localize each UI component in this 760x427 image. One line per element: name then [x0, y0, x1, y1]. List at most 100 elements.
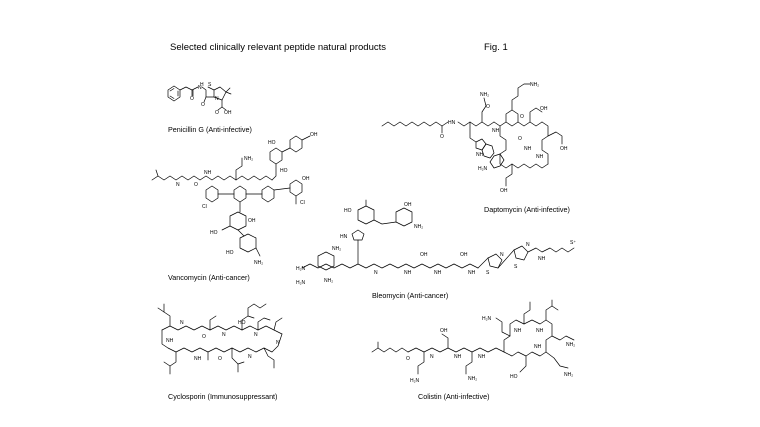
cyclo-atom-n5: N: [276, 340, 280, 346]
vanco-ring-d: [269, 147, 283, 165]
penicillin-atom-h: H: [200, 82, 204, 88]
vanco-vancosamine: [239, 233, 257, 253]
bleo-atom-nh1: NH: [404, 270, 412, 276]
penicillin-atom-oh: OH: [224, 110, 232, 116]
penicillin-atom-o3: O: [215, 110, 219, 116]
bleo-atom-n2: N: [500, 252, 504, 258]
cyclo-atom-n4: N: [248, 354, 252, 360]
vanco-atom-ho3: HO: [210, 230, 218, 236]
dapto-atom-o3: O: [518, 136, 522, 142]
vanco-ring-a: [205, 185, 219, 203]
bleo-pyrimidine: [317, 251, 335, 271]
daptomycin-caption: Daptomycin (Anti-infective): [484, 205, 570, 214]
vanco-atom-ho2: HO: [280, 168, 288, 174]
cyclosporin-structure: N HO N N NH NH N N O O: [157, 303, 283, 375]
bleo-atom-n3: N: [526, 242, 530, 248]
vanco-atom-cl1: Cl: [300, 200, 305, 206]
vanco-atom-oh1: OH: [310, 132, 318, 138]
vanco-atom-ho1: HO: [268, 140, 276, 146]
penicillin-atom-o2: O: [201, 102, 205, 108]
bleo-sugar-gulose: [357, 205, 375, 225]
dapto-atom-nh2-orn: NH₂: [530, 82, 539, 88]
penicillin-atom-o1: O: [190, 96, 194, 102]
vanco-atom-o1: O: [194, 182, 198, 188]
colistin-atom-oh1: OH: [440, 328, 448, 334]
vanco-atom-oh3: OH: [248, 218, 256, 224]
colistin-atom-nh3: NH: [514, 328, 522, 334]
vancomycin-caption: Vancomycin (Anti-cancer): [168, 273, 250, 282]
vancomycin-structure: N O NH NH₂ OH HO Cl Cl OH HO HO OH NH₂: [151, 132, 318, 266]
penicillin-atom-s: S: [208, 82, 212, 88]
dapto-atom-o1: O: [440, 134, 444, 140]
bleo-atom-s1: S: [486, 270, 490, 276]
bleo-atom-s2: S: [514, 264, 518, 270]
cyclo-atom-o2: O: [218, 356, 222, 362]
colistin-atom-nh2-3: NH₂: [566, 342, 575, 348]
cyclosporin-caption: Cyclosporin (Immunosuppressant): [168, 392, 278, 401]
bleo-atom-h2n2: H₂N: [296, 280, 306, 286]
dapto-atom-nh1: NH: [524, 146, 532, 152]
colistin-atom-h2n2: H₂N: [482, 316, 492, 322]
penicillin-atom-n1: N: [198, 85, 202, 91]
dapto-trp-pyrrole: [475, 138, 487, 151]
vanco-atom-ho4: HO: [226, 250, 234, 256]
colistin-structure: O H₂N OH NH₂ N NH NH H₂N NH₂ NH₂ HO NH N…: [371, 299, 575, 384]
dapto-atom-o4: O: [520, 114, 524, 120]
cyclo-atom-n3: N: [254, 332, 258, 338]
dapto-atom-nh2: NH: [536, 154, 544, 160]
vanco-atom-cl2: Cl: [202, 204, 207, 210]
bleo-thiazole-2: [513, 245, 529, 261]
vanco-ring-f: [289, 179, 303, 197]
colistin-atom-nh1: NH: [454, 354, 462, 360]
vanco-atom-nh1: NH: [204, 170, 212, 176]
colistin-atom-h2n1: H₂N: [410, 378, 420, 384]
dapto-atom-h2n: H₂N: [478, 166, 488, 172]
colistin-atom-nh2: NH: [478, 354, 486, 360]
bleo-atom-nh2: NH: [434, 270, 442, 276]
dapto-atom-oh3: OH: [500, 188, 508, 194]
bleo-atom-nh3: NH: [468, 270, 476, 276]
vanco-atom-n1: N: [176, 182, 180, 188]
figure-number-label: Fig. 1: [484, 42, 508, 53]
bleo-atom-ho1: HO: [344, 208, 352, 214]
dapto-atom-nh-trp: NH: [476, 152, 484, 158]
cyclo-atom-n2: N: [222, 332, 226, 338]
bleo-atom-n1: N: [374, 270, 378, 276]
cyclo-atom-nh1: NH: [166, 338, 174, 344]
penicillin-benzene-ring: [167, 85, 181, 102]
bleomycin-structure: HO OH NH₂ HN NH₂ H₂N H₂N NH₂ N NH OH NH …: [296, 199, 576, 286]
dapto-atom-o2: O: [486, 104, 490, 110]
vanco-ring-c: [261, 185, 275, 203]
figure-title: Selected clinically relevant peptide nat…: [170, 42, 386, 53]
bleo-atom-nh2-carb: NH₂: [414, 224, 423, 230]
dapto-kyn-benzene: [489, 153, 505, 169]
vanco-glucose: [229, 211, 247, 231]
colistin-atom-nh4: NH: [536, 328, 544, 334]
colistin-atom-o1: O: [406, 356, 410, 362]
bleo-thiazole-1: [487, 253, 503, 269]
vanco-atom-nh2-sugar: NH₂: [254, 260, 263, 266]
cyclo-atom-ho: HO: [238, 320, 246, 326]
dapto-trp-benzene: [481, 143, 495, 159]
bleo-atom-hn1: HN: [340, 234, 348, 240]
colistin-caption: Colistin (Anti-infective): [418, 392, 490, 401]
vanco-ring-b: [233, 185, 247, 203]
dapto-atom-nh2-asn: NH₂: [480, 92, 489, 98]
penicillin-g-caption: Penicillin G (Anti-infective): [168, 125, 252, 134]
penicillin-g-structure: H N O S N O O OH: [167, 82, 232, 116]
vanco-ring-e: [289, 135, 303, 153]
bleo-sugar-mannose: [395, 207, 413, 227]
bleo-atom-nh2-pyr: NH₂: [324, 278, 333, 284]
daptomycin-structure: O HN NH O NH₂ NH₂ OH OH H₂N OH O NH N: [381, 82, 568, 194]
vanco-atom-oh2: OH: [302, 176, 310, 182]
bleomycin-caption: Bleomycin (Anti-cancer): [372, 291, 449, 300]
bleo-atom-oh2: OH: [420, 252, 428, 258]
penicillin-atom-n2: N: [215, 96, 219, 102]
bleo-atom-s-plus: S⁺: [570, 240, 576, 246]
colistin-atom-nh5: NH: [534, 344, 542, 350]
colistin-atom-n1: N: [430, 354, 434, 360]
bleo-imidazole: [351, 229, 365, 241]
bleo-atom-nh4: NH: [538, 256, 546, 262]
dapto-atom-oh2: OH: [560, 146, 568, 152]
